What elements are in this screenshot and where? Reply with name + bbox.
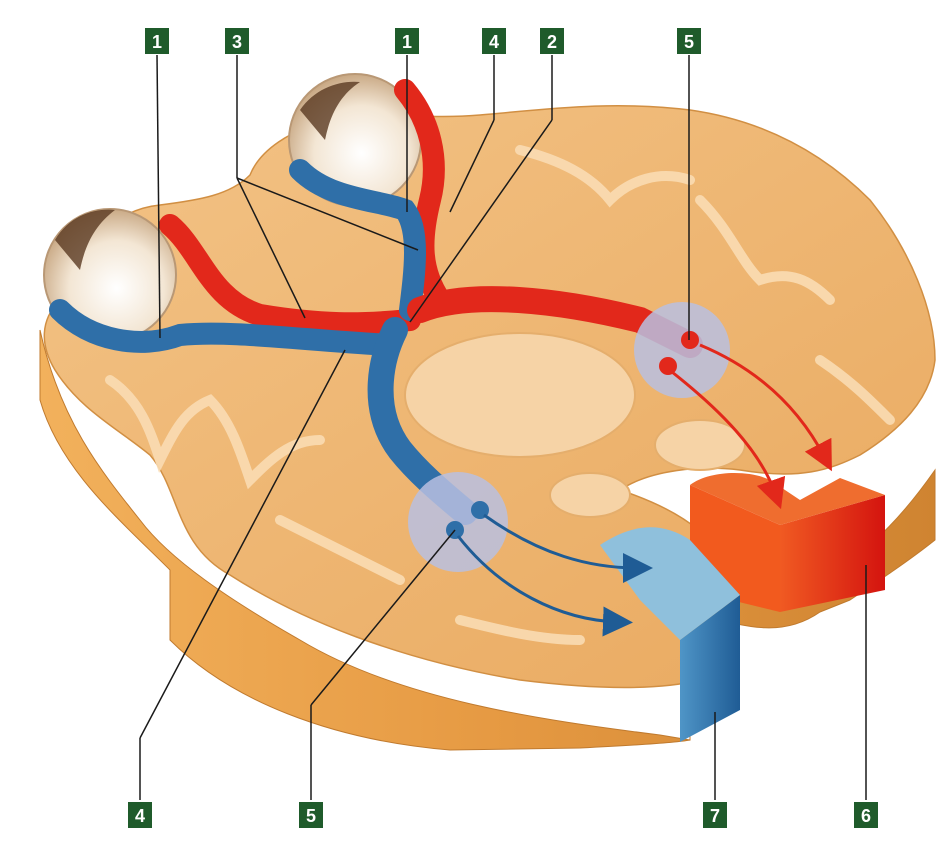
badge-top-2: 2	[540, 28, 564, 54]
badge-top-1-right: 1	[395, 28, 419, 54]
badge-bottom-6: 6	[854, 802, 878, 828]
badge-top-5: 5	[677, 28, 701, 54]
svg-text:7: 7	[710, 806, 720, 826]
badge-bottom-5: 5	[299, 802, 323, 828]
badge-top-3: 3	[225, 28, 249, 54]
badge-bottom-7: 7	[703, 802, 727, 828]
thalamus	[405, 333, 635, 457]
svg-text:1: 1	[402, 32, 412, 52]
svg-text:4: 4	[135, 806, 145, 826]
svg-text:5: 5	[684, 32, 694, 52]
svg-text:3: 3	[232, 32, 242, 52]
badge-bottom-4: 4	[128, 802, 152, 828]
lateral-body-lower	[550, 473, 630, 517]
badge-top-4: 4	[482, 28, 506, 54]
svg-text:5: 5	[306, 806, 316, 826]
svg-text:4: 4	[489, 32, 499, 52]
svg-text:1: 1	[152, 32, 162, 52]
lgn-right	[634, 302, 730, 398]
badge-top-1-left: 1	[145, 28, 169, 54]
svg-text:2: 2	[547, 32, 557, 52]
svg-text:6: 6	[861, 806, 871, 826]
brain-slice	[40, 106, 935, 750]
